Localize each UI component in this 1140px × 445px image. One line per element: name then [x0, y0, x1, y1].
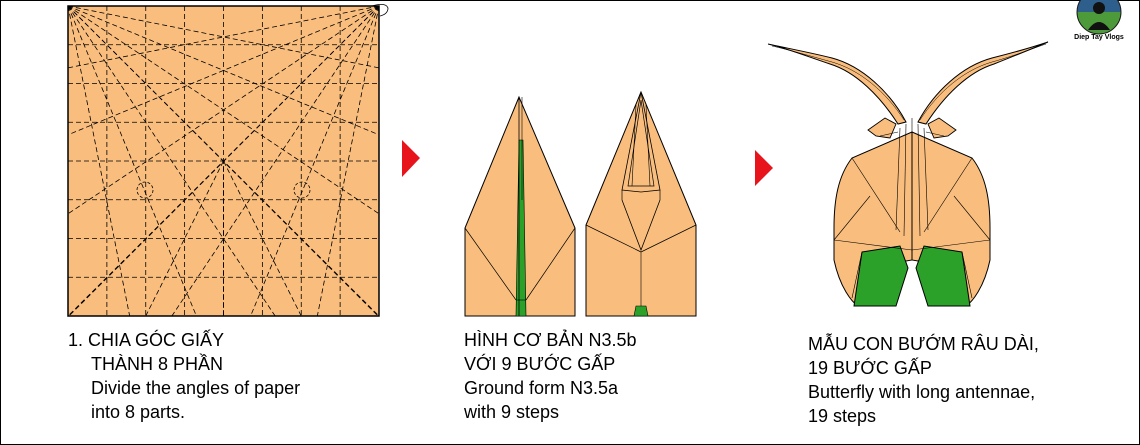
step2-title-vi-line1: HÌNH CƠ BẢN N3.5b — [464, 330, 637, 350]
step2-title-vi-line2: VỚI 9 BƯỚC GẤP — [464, 354, 616, 374]
crease-fan — [67, 5, 380, 215]
step2-caption: HÌNH CƠ BẢN N3.5b VỚI 9 BƯỚC GẤP Ground … — [464, 328, 636, 424]
step1-title-vi-line1: 1. CHIA GÓC GIẤY — [68, 330, 225, 350]
butterfly-fold-lines — [833, 118, 991, 299]
head-right-flap — [927, 117, 957, 139]
corner-curl-right — [371, 4, 389, 17]
butterfly-model — [767, 41, 1049, 307]
step3-title-vi-line1: MẪU CON BƯỚM RÂU DÀI, — [808, 334, 1039, 354]
step1-title-en-line2: into 8 parts. — [91, 402, 186, 422]
step3-caption: MẪU CON BƯỚM RÂU DÀI, 19 BƯỚC GẤP Butter… — [808, 332, 1039, 428]
crease-fan — [67, 5, 380, 136]
step3-title-vi-line2: 19 BƯỚC GẤP — [808, 358, 932, 378]
step1-title-en-line1: Divide the angles of paper — [91, 378, 301, 398]
right-green-wing — [915, 245, 971, 307]
crease-pattern-square — [67, 4, 389, 317]
step3-title-en-line1: Butterfly with long antennae, — [808, 382, 1036, 402]
crease-fan-bottom — [145, 160, 224, 317]
crease-fan — [171, 5, 380, 317]
crease-lines — [67, 5, 380, 317]
crease-fan — [316, 5, 380, 317]
logo-text: Diep Tay Vlogs — [1074, 34, 1124, 41]
base-form-back — [585, 90, 697, 317]
crease-fan-bottom — [223, 160, 302, 317]
step1-caption: 1. CHIA GÓC GIẤY THÀNH 8 PHẦN Divide the… — [68, 328, 300, 424]
step2-title-en-line1: Ground form N3.5a — [464, 378, 619, 398]
crease-fan — [67, 5, 131, 317]
base-form-front — [464, 95, 576, 317]
left-antenna — [767, 43, 907, 125]
left-green-wing — [853, 245, 909, 307]
step2-title-en-line2: with 9 steps — [464, 402, 560, 422]
step3-title-en-line2: 19 steps — [808, 406, 877, 426]
right-antenna — [917, 41, 1049, 125]
reference-point-left — [136, 181, 154, 199]
channel-logo: Diep Tay Vlogs — [1064, 0, 1134, 46]
step1-title-vi-line2: THÀNH 8 PHẦN — [91, 354, 224, 374]
reference-point-right — [293, 181, 311, 199]
vlog-avatar-icon — [1076, 0, 1122, 35]
next-step-arrow-2 — [755, 150, 773, 186]
head-left-flap — [867, 117, 897, 139]
next-step-arrow-1 — [402, 140, 420, 177]
crease-fan — [67, 5, 276, 317]
